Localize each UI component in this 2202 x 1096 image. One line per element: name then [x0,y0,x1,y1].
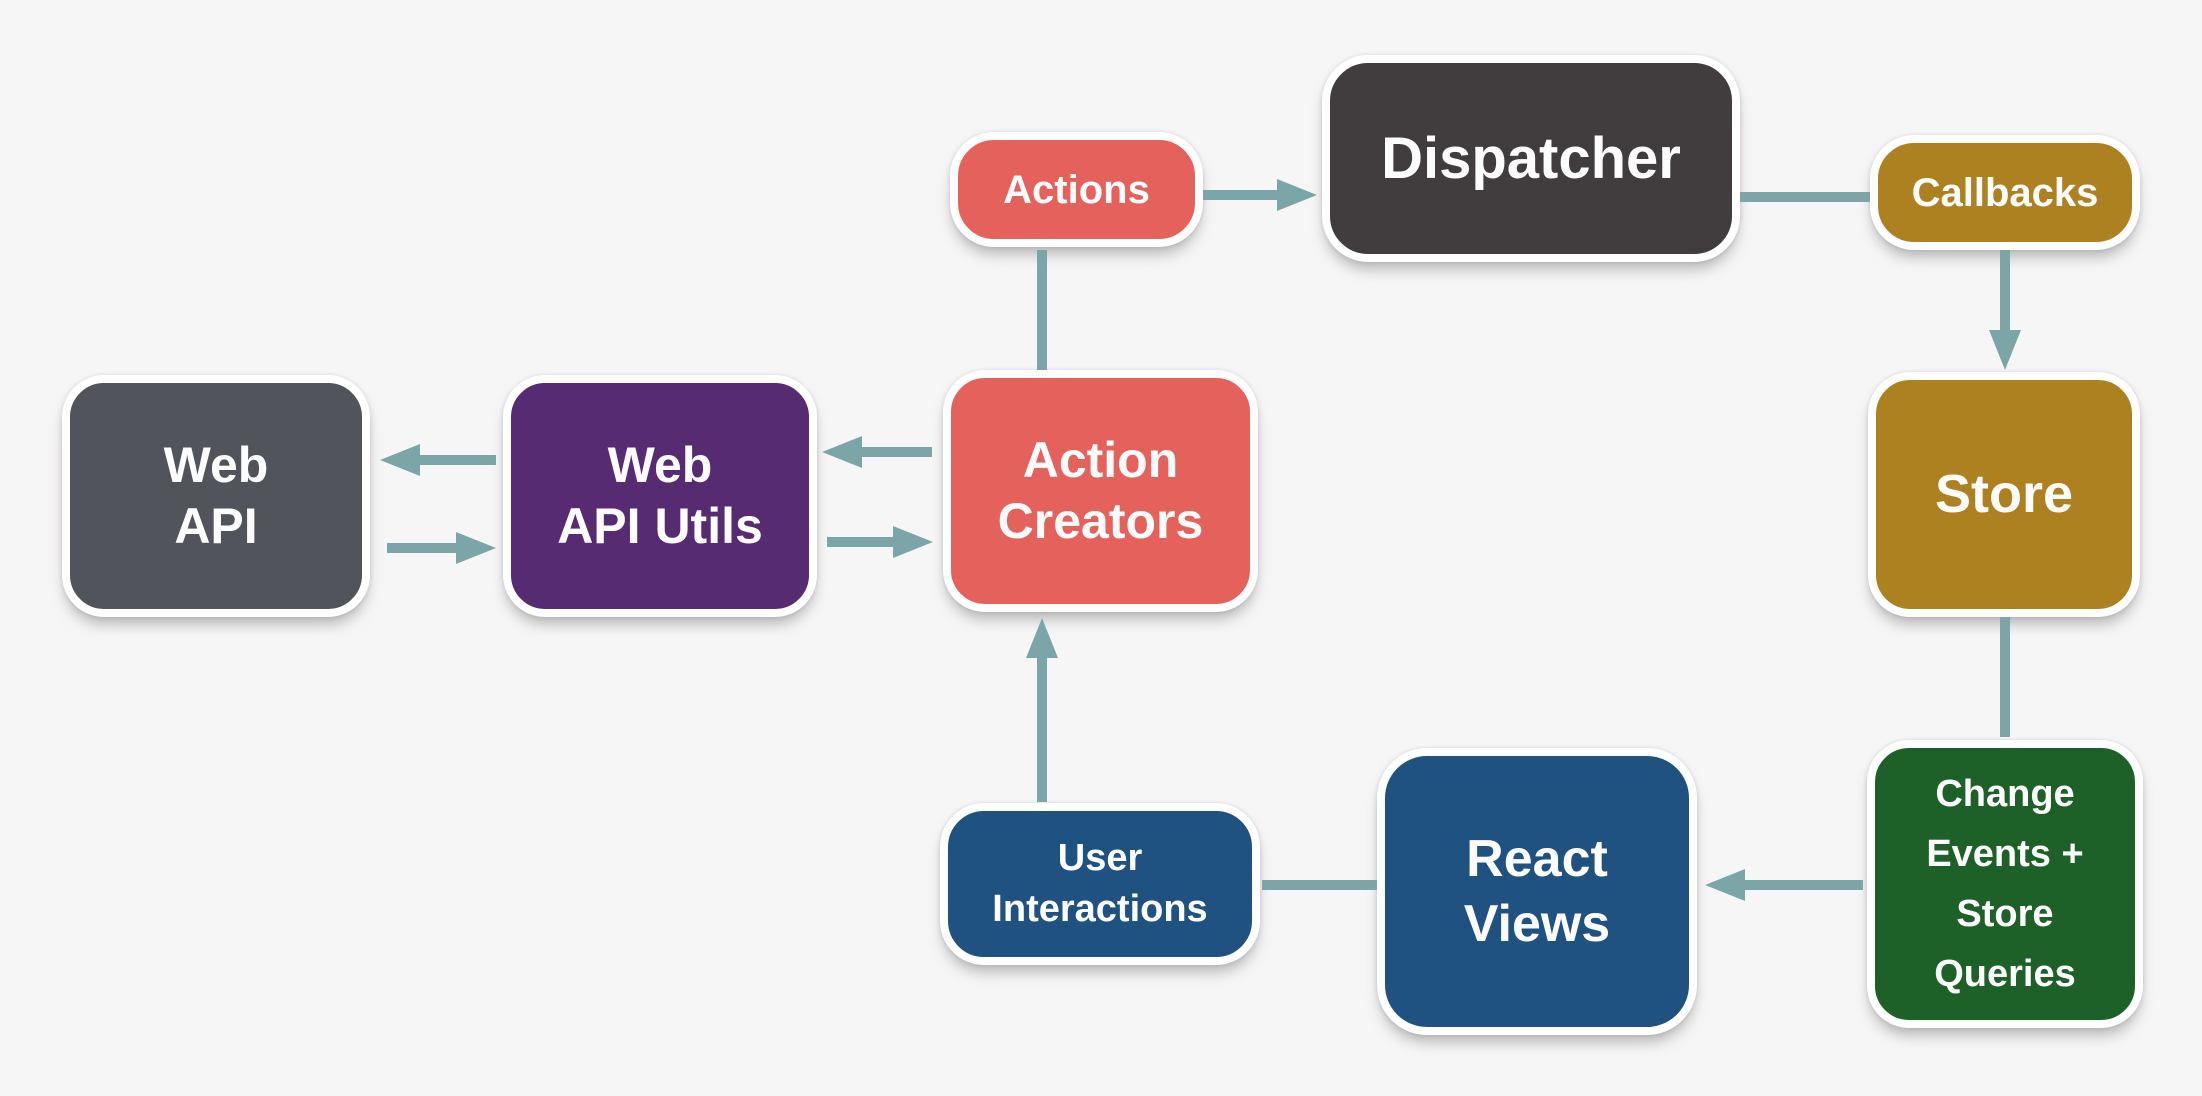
connector-user-interactions-to-action-creators [1037,656,1047,802]
arrowhead-user-interactions-to-action-creators [1026,618,1058,658]
node-label-line: Queries [1934,953,2076,996]
arrowhead-web-api-to-web-api-utils [456,532,496,564]
node-label-line: Views [1463,894,1611,953]
node-react-views: React Views [1377,748,1697,1035]
connector-web-api-utils-to-web-api [418,455,496,465]
node-label-line: Store [1956,893,2054,935]
node-label-line: Actions [1003,167,1150,212]
arrowhead-web-api-utils-to-action-creators [893,526,933,558]
connector-action-creators-to-actions [1037,250,1047,370]
node-label-line: API Utils [557,498,763,554]
node-web-api-utils: Web API Utils [503,375,817,617]
node-action-creators: Action Creators [943,370,1258,612]
node-change-events: Change Events + Store Queries [1867,740,2143,1028]
arrowhead-web-api-utils-to-web-api [380,444,420,476]
node-dispatcher: Dispatcher [1322,55,1740,262]
node-user-interactions: User Interactions [940,803,1260,965]
node-label-line: Action [1022,432,1179,488]
node-label-line: Change [1935,772,2075,815]
connector-change-events-to-react-views [1745,880,1863,890]
connector-web-api-utils-to-action-creators [827,537,893,547]
arrowhead-change-events-to-react-views [1705,869,1745,901]
connector-web-api-to-web-api-utils [387,543,456,553]
connector-callbacks-to-store [2000,250,2010,334]
connector-store-to-change-events [2000,617,2010,737]
connector-action-creators-to-web-api-utils [860,447,932,457]
node-callbacks: Callbacks [1870,135,2140,250]
node-label-line: Callbacks [1911,170,2099,215]
node-label-line: React [1466,829,1608,888]
connector-actions-to-dispatcher [1203,190,1279,200]
node-label-line: Events + [1926,832,2084,875]
node-label-line: Dispatcher [1381,125,1681,191]
node-label-line: Creators [997,493,1204,549]
node-label-line: API [174,498,258,554]
node-label-line: Web [607,437,713,493]
arrowhead-callbacks-to-store [1989,330,2021,370]
node-label-line: Interactions [992,888,1208,930]
node-store: Store [1868,372,2140,617]
connector-react-views-to-user-interactions [1262,880,1377,890]
arrowhead-action-creators-to-web-api-utils [822,436,862,468]
connector-dispatcher-to-callbacks [1740,192,1870,202]
node-label-line: User [1057,836,1143,879]
node-label-line: Web [163,437,269,493]
arrowhead-actions-to-dispatcher [1277,179,1317,211]
node-actions: Actions [950,132,1203,247]
node-label-line: Store [1934,463,2074,524]
node-web-api: Web API [62,375,370,617]
